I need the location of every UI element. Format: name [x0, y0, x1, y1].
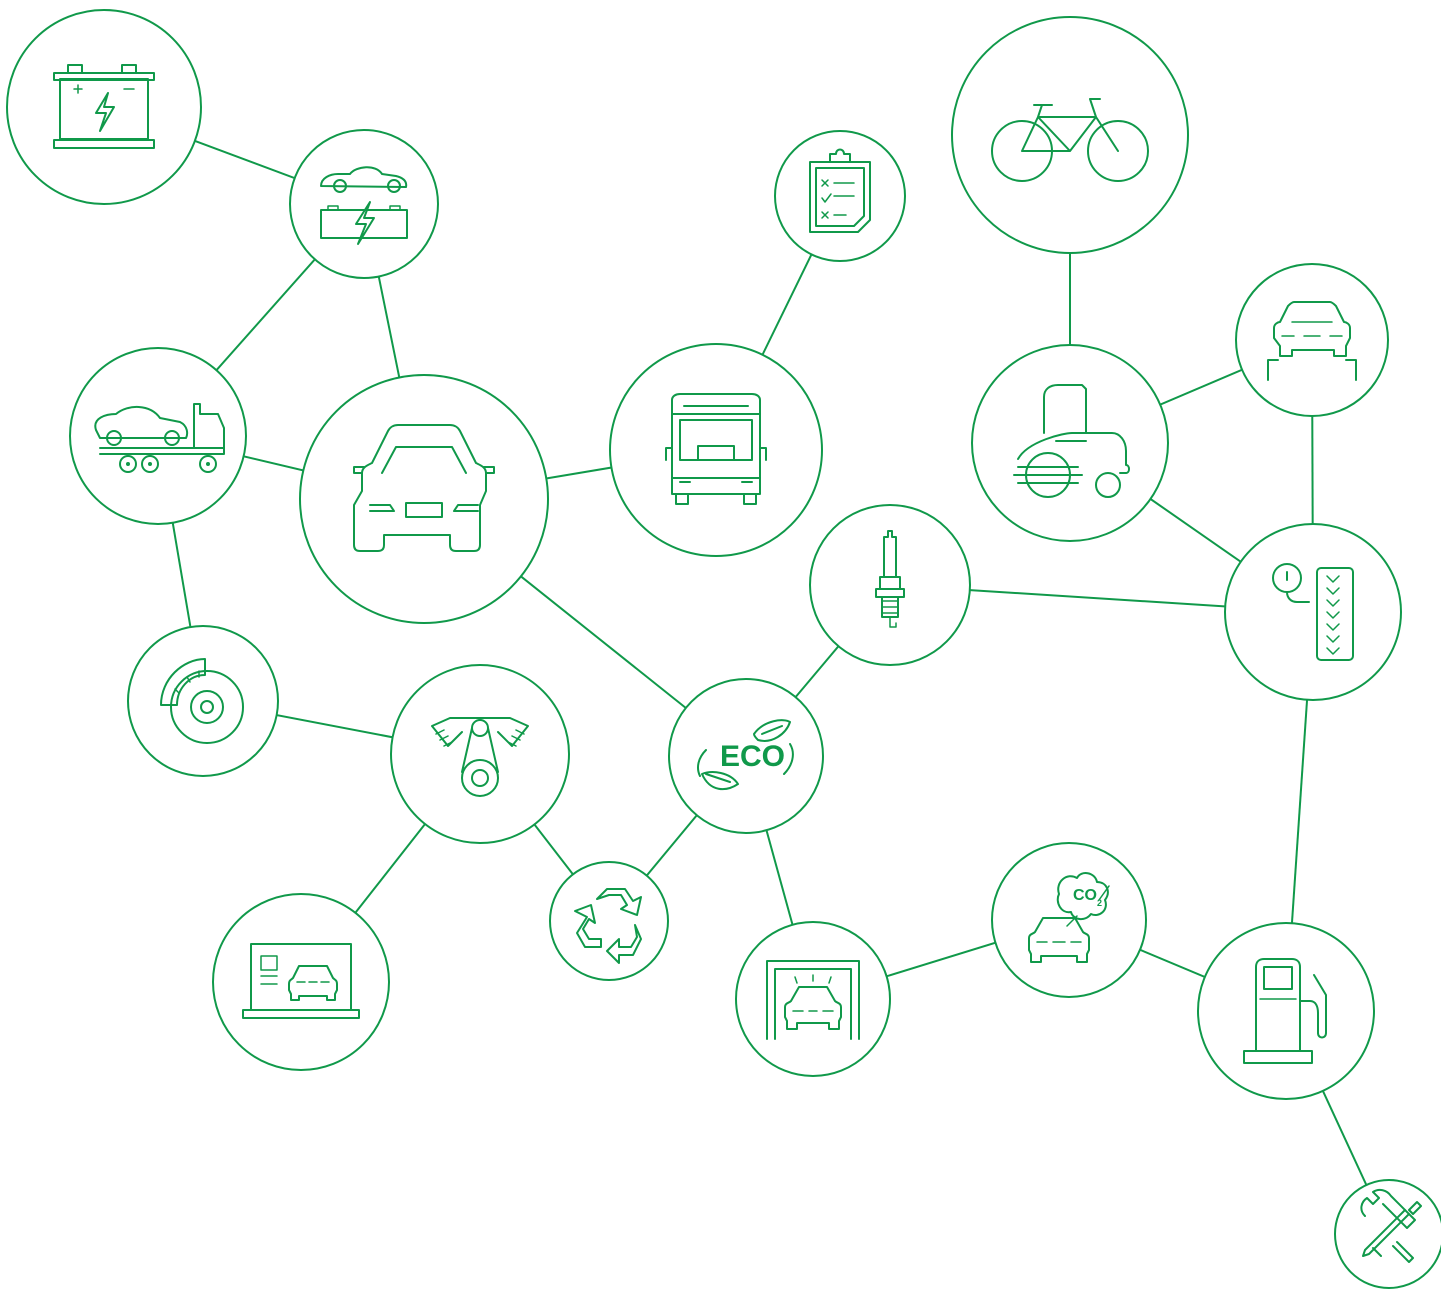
co2-subscript: 2	[1097, 898, 1102, 908]
car-lift-icon	[1267, 301, 1357, 381]
laptop-car-icon	[242, 943, 360, 1019]
spark-plug-icon	[875, 530, 905, 628]
node-engine	[390, 664, 570, 844]
node-brake-disc	[127, 625, 279, 777]
engine-icon	[431, 717, 529, 797]
node-car-wash	[735, 921, 891, 1077]
node-spark-plug	[809, 504, 971, 666]
eco-label: ECO	[720, 740, 785, 773]
bus-icon	[665, 393, 767, 505]
node-bus	[609, 343, 823, 557]
fuel-pump-icon	[1243, 958, 1327, 1064]
tow-truck-icon	[94, 403, 225, 473]
car-wash-icon	[766, 960, 860, 1040]
co2-label: CO	[1073, 887, 1097, 904]
eco-leaves-icon: ECO	[697, 719, 794, 791]
node-ev-charging	[289, 129, 439, 279]
node-co2-emissions	[991, 842, 1147, 998]
electric-car-battery-icon	[320, 166, 408, 245]
node-car	[299, 374, 549, 624]
battery-icon	[53, 64, 155, 149]
co2-car-icon: CO 2	[1028, 872, 1110, 963]
node-recycle	[549, 861, 669, 981]
bicycle-icon	[991, 98, 1149, 182]
node-circles	[6, 9, 1441, 1289]
node-car-lift	[1235, 263, 1389, 417]
node-fuel-pump	[1197, 922, 1375, 1100]
brake-disc-icon	[160, 658, 244, 744]
node-road-roller	[971, 344, 1169, 542]
node-tire-pressure	[1224, 523, 1402, 701]
recycle-icon	[574, 888, 642, 964]
wrench-screwdriver-icon	[1360, 1188, 1422, 1263]
node-tow-truck	[69, 347, 247, 525]
node-bicycle	[951, 16, 1189, 254]
car-front-icon	[353, 424, 495, 552]
node-eco	[668, 678, 824, 834]
tire-pressure-icon	[1272, 563, 1354, 661]
road-roller-icon	[1013, 384, 1130, 498]
checklist-clipboard-icon	[809, 148, 871, 233]
